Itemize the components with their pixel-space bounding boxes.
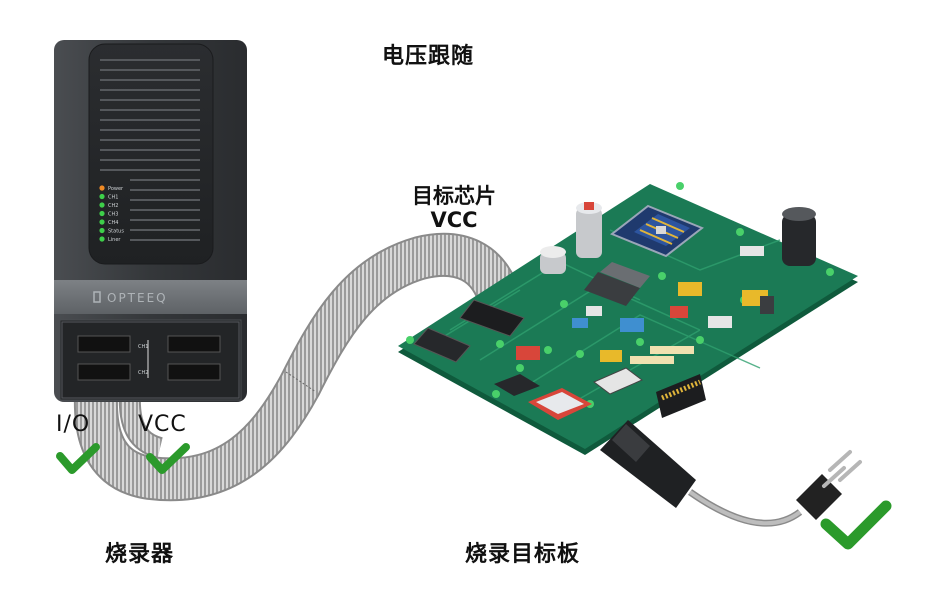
- plug: [796, 450, 862, 520]
- pin-header: [413, 299, 525, 363]
- check-vcc-icon: [146, 443, 190, 474]
- capacitor-electrolytic: [540, 202, 816, 274]
- mcu-chip: [610, 204, 704, 258]
- edge-connector: [656, 374, 706, 418]
- title-voltage-follow: 电压跟随: [382, 44, 475, 69]
- secure-chip: [494, 367, 643, 420]
- led-label-power: Power: [108, 186, 124, 192]
- socket-ports: CH1 CH2: [77, 335, 221, 381]
- led-label-liner: Liner: [108, 237, 121, 243]
- brand-logo: OPTEEQ: [107, 291, 168, 305]
- label-target-chip-vcc: 目标芯片 VCC: [412, 184, 496, 232]
- passive-components: [516, 246, 774, 364]
- led-ch3: [99, 210, 105, 217]
- vent-slots: [100, 59, 200, 241]
- check-power-icon: [820, 500, 892, 550]
- label-programmer: 烧录器: [105, 542, 175, 567]
- led-liner: [99, 236, 105, 242]
- check-io-icon: [56, 443, 100, 474]
- regulator: [584, 262, 650, 306]
- led-ch4: [99, 219, 105, 225]
- target-board: [398, 182, 858, 455]
- led-status: [99, 227, 105, 234]
- led-ch1: [99, 193, 105, 200]
- led-ch2: [99, 202, 105, 208]
- led-label-ch3: CH3: [108, 212, 118, 218]
- led-label-ch2: CH2: [108, 203, 118, 209]
- led-label-ch1: CH1: [108, 195, 118, 201]
- led-label-status: Status: [108, 229, 124, 235]
- led-label-ch4: CH4: [108, 220, 118, 226]
- port-label-ch1: CH1: [138, 344, 148, 350]
- label-target-board: 烧录目标板: [465, 542, 581, 567]
- port-label-ch2: CH2: [138, 370, 148, 376]
- label-target-vcc: VCC: [430, 208, 478, 232]
- led-power: [99, 185, 105, 191]
- label-target-chip: 目标芯片: [412, 184, 496, 208]
- label-io: I/O: [56, 412, 91, 437]
- power-cable: [600, 420, 862, 527]
- label-vcc: VCC: [138, 412, 187, 437]
